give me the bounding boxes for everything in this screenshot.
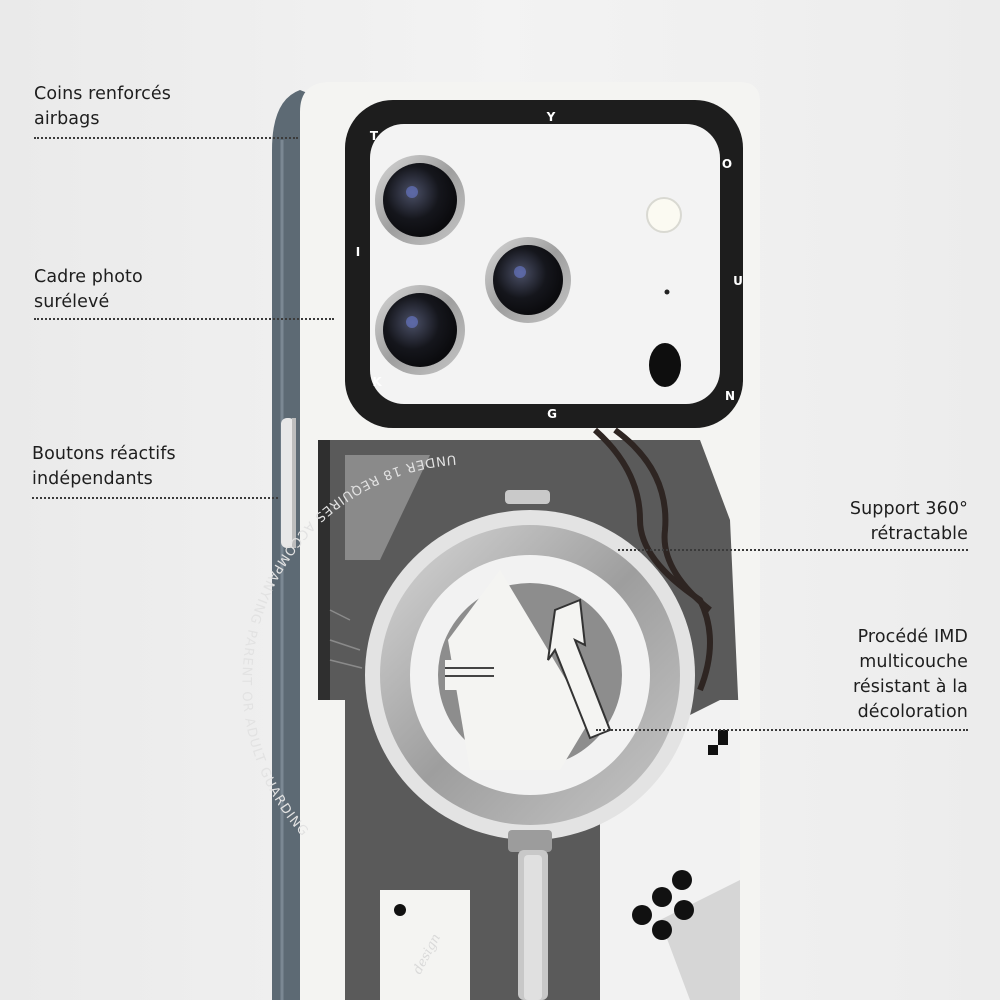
svg-text:K: K [372, 375, 382, 389]
svg-text:Y: Y [546, 110, 556, 124]
callout-imd-line4: décoloration [857, 702, 968, 722]
callout-camera-frame-line1: Cadre photo [34, 267, 143, 287]
callout-corners: Coins renforcés airbags [34, 82, 171, 132]
side-button [281, 418, 295, 548]
callout-stand-line2: rétractable [870, 524, 968, 544]
game-buttons-icon [632, 870, 694, 940]
callout-camera-frame: Cadre photo surélevé [34, 265, 143, 315]
svg-text:G: G [547, 407, 557, 421]
callout-corners-line1: Coins renforcés [34, 84, 171, 104]
callout-stand: Support 360° rétractable [850, 497, 968, 547]
camera-lenses [375, 155, 682, 387]
svg-text:I: I [356, 245, 360, 259]
svg-text:U: U [733, 274, 743, 288]
leader-corners [34, 137, 298, 139]
callout-camera-frame-line2: surélevé [34, 292, 110, 312]
leader-buttons [32, 497, 278, 499]
callout-buttons: Boutons réactifs indépendants [32, 442, 176, 492]
sensor-dot [664, 289, 670, 295]
callout-corners-line2: airbags [34, 109, 100, 129]
callout-buttons-line2: indépendants [32, 469, 153, 489]
svg-text:N: N [725, 389, 735, 403]
leader-imd [596, 729, 968, 731]
svg-text:T: T [370, 129, 379, 143]
leader-stand [618, 549, 968, 551]
callout-imd-line3: résistant à la [852, 677, 968, 697]
leader-camera-frame [34, 318, 334, 320]
lidar-hole [649, 343, 681, 387]
callout-imd-line2: multicouche [859, 652, 968, 672]
flash [646, 197, 682, 233]
svg-text:O: O [722, 157, 732, 171]
ring-stand [365, 490, 695, 1000]
callout-imd: Procédé IMD multicouche résistant à la d… [853, 625, 968, 725]
callout-buttons-line1: Boutons réactifs [32, 444, 176, 464]
callout-imd-line1: Procédé IMD [857, 627, 968, 647]
callout-stand-line1: Support 360° [849, 499, 968, 519]
